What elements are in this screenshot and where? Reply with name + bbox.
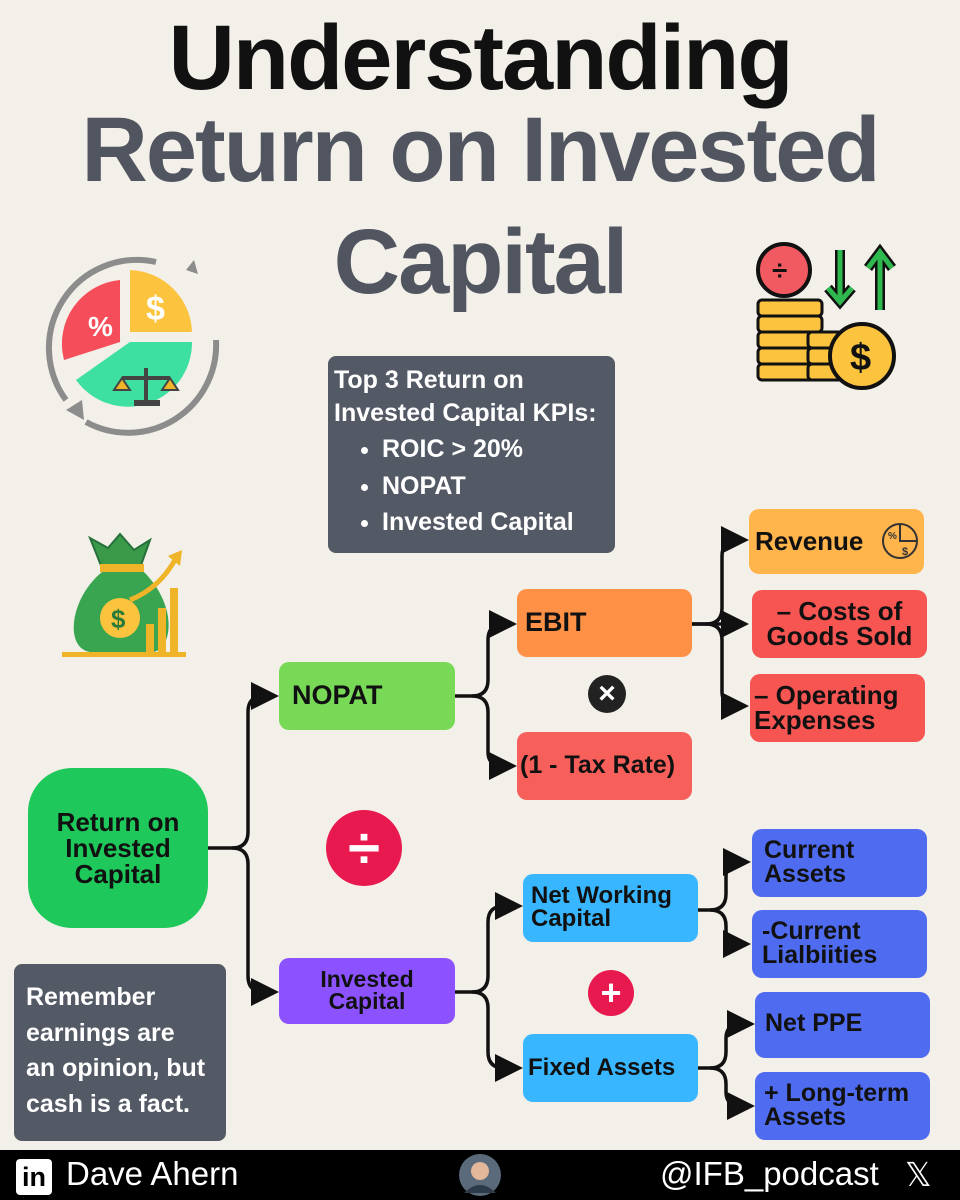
roic-root-line-3: Capital bbox=[74, 859, 162, 889]
fixed-assets-label: Fixed Assets bbox=[528, 1053, 676, 1081]
opex-line-1: – Operating bbox=[754, 680, 899, 711]
invested-capital-node: Invested Capital bbox=[279, 958, 455, 1024]
nwc-line-2: Capital bbox=[531, 905, 612, 932]
nwc-line-1: Net Working bbox=[531, 882, 672, 910]
cogs-line-1: – Costs of bbox=[776, 596, 903, 627]
ebit-node: EBIT bbox=[517, 589, 692, 657]
note-line-1: Remember bbox=[26, 983, 156, 1011]
revenue-node: Revenue % $ bbox=[749, 509, 924, 574]
coins-arrows-icon: ÷ $ bbox=[756, 242, 896, 390]
current-liabilities-line-2: Lialbiities bbox=[762, 941, 878, 969]
tax-rate-node: (1 - Tax Rate) bbox=[517, 732, 692, 800]
fixed-assets-node: Fixed Assets bbox=[523, 1034, 698, 1102]
svg-text:÷: ÷ bbox=[772, 255, 787, 286]
divide-operator: ÷ bbox=[326, 810, 402, 886]
note-line-4: cash is a fact. bbox=[26, 1089, 190, 1118]
title-line-2: Return on Invested bbox=[81, 99, 880, 201]
current-assets-node: Current Assets bbox=[752, 829, 927, 897]
multiply-operator: × bbox=[588, 675, 626, 713]
current-liabilities-line-1: -Current bbox=[762, 917, 861, 946]
tax-rate-label: (1 - Tax Rate) bbox=[520, 751, 676, 780]
note-line-2: earnings are bbox=[26, 1018, 175, 1047]
roic-root-line-2: Invested bbox=[65, 833, 171, 863]
long-term-assets-line-2: Assets bbox=[764, 1103, 846, 1131]
multiply-symbol: × bbox=[598, 677, 616, 710]
ebit-label: EBIT bbox=[525, 607, 587, 638]
author-avatar bbox=[459, 1154, 501, 1196]
kpi-item: NOPAT bbox=[382, 470, 609, 503]
roic-root-node: Return on Invested Capital bbox=[28, 768, 208, 928]
footer-bar: in Dave Ahern @IFB_podcast 𝕏 bbox=[0, 1150, 960, 1200]
kpi-list: ROIC > 20% NOPAT Invested Capital bbox=[334, 433, 609, 539]
plus-symbol: + bbox=[600, 972, 622, 1013]
long-term-assets-node: + Long-term Assets bbox=[755, 1072, 930, 1140]
svg-text:%: % bbox=[888, 531, 897, 542]
linkedin-badge-text: in bbox=[22, 1161, 46, 1192]
percent-pie-chart-icon: % $ bbox=[45, 256, 220, 436]
title-line-1: Understanding bbox=[168, 7, 793, 109]
invested-capital-line-2: Capital bbox=[328, 988, 406, 1014]
roic-root-line-1: Return on bbox=[56, 807, 180, 837]
plus-operator: + bbox=[588, 970, 634, 1016]
nopat-node: NOPAT bbox=[279, 662, 455, 730]
net-ppe-node: Net PPE bbox=[755, 992, 930, 1058]
cogs-node: – Costs of Goods Sold bbox=[752, 590, 927, 658]
kpi-panel: Top 3 Return on Invested Capital KPIs: R… bbox=[328, 356, 615, 553]
revenue-badge-icon: % $ bbox=[882, 523, 918, 559]
opex-node: – Operating Expenses bbox=[750, 674, 925, 742]
opex-line-2: Expenses bbox=[754, 705, 876, 735]
cogs-line-2: Goods Sold bbox=[766, 621, 913, 651]
divide-symbol: ÷ bbox=[348, 815, 380, 881]
author-name: Dave Ahern bbox=[66, 1155, 239, 1192]
invested-capital-line-1: Invested bbox=[320, 966, 414, 993]
kpi-heading-line-1: Top 3 Return on bbox=[334, 366, 524, 394]
podcast-handle: @IFB_podcast bbox=[660, 1155, 879, 1192]
note-line-3: an opinion, but bbox=[26, 1054, 206, 1082]
svg-text:$: $ bbox=[111, 604, 126, 634]
revenue-label: Revenue bbox=[755, 526, 864, 557]
svg-text:$: $ bbox=[850, 337, 871, 379]
kpi-item: Invested Capital bbox=[382, 506, 609, 539]
nopat-label: NOPAT bbox=[292, 680, 383, 711]
current-assets-line-2: Assets bbox=[764, 860, 846, 888]
long-term-assets-line-1: + Long-term bbox=[764, 1079, 910, 1108]
svg-text:%: % bbox=[88, 311, 113, 342]
x-logo-icon[interactable]: 𝕏 bbox=[905, 1155, 932, 1194]
money-bag-growth-icon: $ bbox=[62, 532, 186, 657]
kpi-heading-line-2: Invested Capital KPIs: bbox=[334, 398, 597, 427]
current-liabilities-node: -Current Lialbiities bbox=[752, 910, 927, 978]
current-assets-line-1: Current bbox=[764, 836, 855, 865]
svg-text:$: $ bbox=[902, 546, 908, 558]
kpi-item: ROIC > 20% bbox=[382, 433, 609, 466]
remember-note: Remember earnings are an opinion, but ca… bbox=[14, 964, 226, 1141]
net-working-capital-node: Net Working Capital bbox=[523, 874, 698, 942]
title-line-3: Capital bbox=[333, 211, 629, 313]
svg-text:$: $ bbox=[146, 290, 165, 328]
net-ppe-label: Net PPE bbox=[765, 1009, 863, 1037]
linkedin-icon[interactable]: in bbox=[16, 1159, 52, 1195]
